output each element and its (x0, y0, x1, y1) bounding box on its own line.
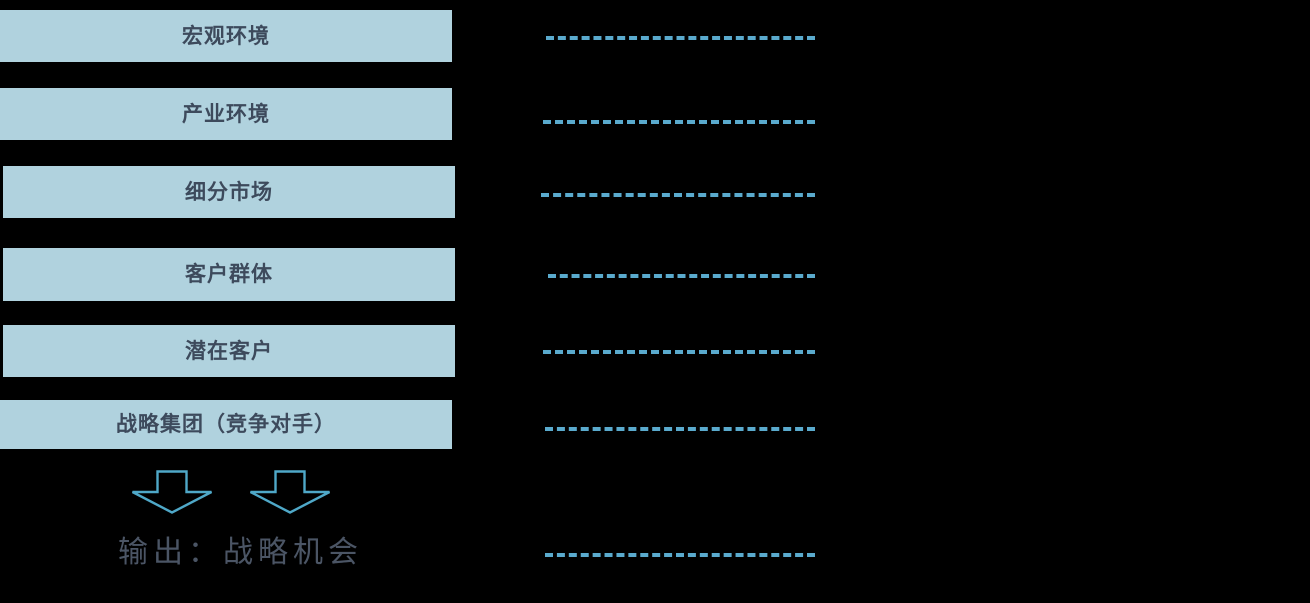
down-arrow-right-icon (249, 470, 331, 514)
annotation-dashed-line (546, 36, 815, 40)
stage-bar-label: 产业环境 (182, 101, 270, 126)
stage-bar[interactable]: 细分市场 (3, 166, 455, 218)
down-arrow-left-icon (131, 470, 213, 514)
stage-bar-label: 战略集团（竞争对手） (116, 412, 336, 436)
annotation-dashed-line (543, 120, 815, 124)
annotation-dashed-line (545, 427, 815, 431)
stage-bar[interactable]: 产业环境 (0, 88, 452, 140)
stage-bar[interactable]: 潜在客户 (3, 325, 455, 377)
stage-bar-label: 细分市场 (185, 179, 273, 204)
stage-bar-label: 客户群体 (185, 262, 273, 286)
stage-bar[interactable]: 客户群体 (3, 248, 455, 301)
annotation-dashed-line (545, 553, 815, 557)
output-caption: 输出：战略机会 (118, 536, 363, 569)
stage-bar-label: 潜在客户 (185, 338, 273, 363)
annotation-dashed-line (548, 274, 815, 278)
stage-bar[interactable]: 宏观环境 (0, 10, 452, 62)
stage-bar[interactable]: 战略集团（竞争对手） (0, 400, 452, 449)
annotation-dashed-line (543, 350, 815, 354)
annotation-dashed-line (541, 193, 815, 197)
stage-bar-label: 宏观环境 (182, 23, 270, 48)
